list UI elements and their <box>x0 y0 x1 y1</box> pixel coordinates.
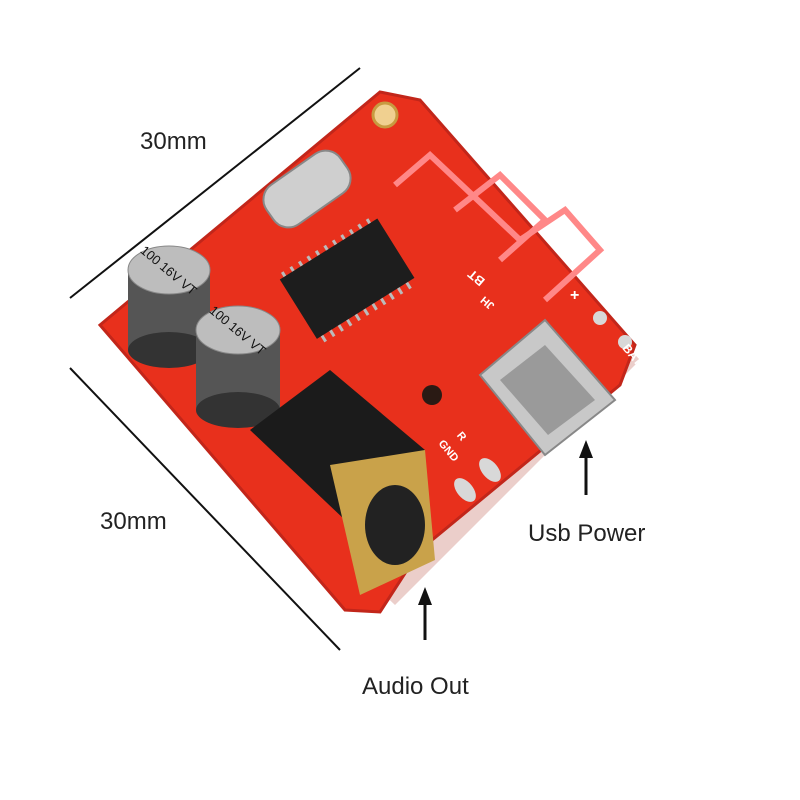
width-dimension-line <box>69 67 361 299</box>
audio-out-arrow <box>418 587 432 640</box>
solder-pads <box>454 311 632 502</box>
height-label: 30mm <box>100 508 167 535</box>
crystal-oscillator <box>262 149 352 229</box>
bluetooth-antenna <box>393 150 605 303</box>
micro-usb-port <box>478 318 617 457</box>
chip <box>279 218 415 343</box>
width-label: 30mm <box>140 128 207 155</box>
silkscreen-plus: + <box>570 287 579 304</box>
usb-power-arrow <box>579 440 593 495</box>
capacitor: 100 16V VT <box>127 243 211 368</box>
usb-power-label: Usb Power <box>528 520 646 547</box>
audio-jack <box>250 370 435 595</box>
height-dimension-line <box>69 367 341 651</box>
capacitor: 100 16V VT <box>195 303 281 428</box>
audio-out-label: Audio Out <box>362 673 469 700</box>
mounting-hole <box>371 101 399 129</box>
